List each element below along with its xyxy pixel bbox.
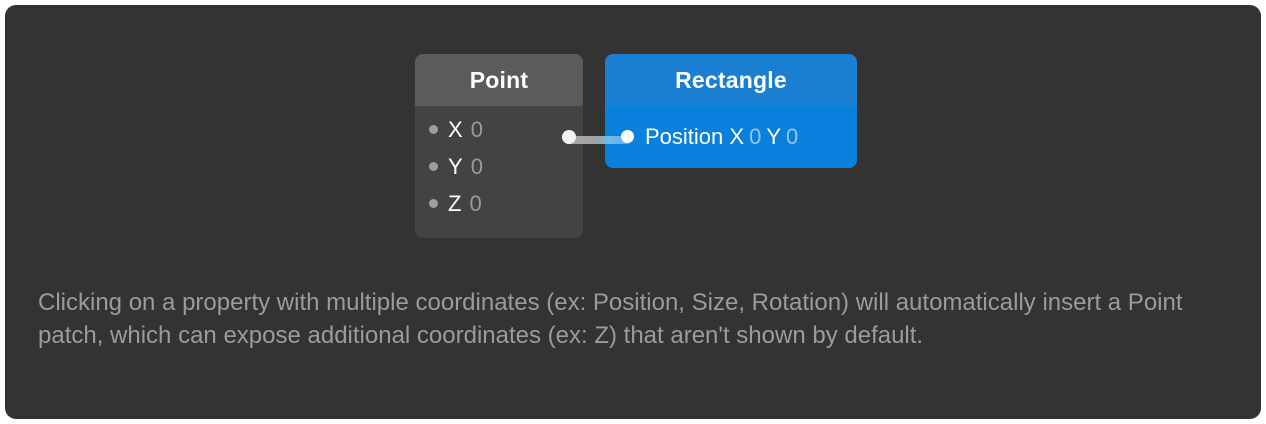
input-label-z: Z xyxy=(448,190,462,216)
caption-text: Clicking on a property with multiple coo… xyxy=(38,289,1183,349)
output-port-dot-icon[interactable] xyxy=(562,130,576,144)
input-value-x[interactable]: 0 xyxy=(470,116,483,142)
patch-graph[interactable]: Point X 0 Y 0 Z 0 xyxy=(5,5,1261,255)
node-point-input-row-y[interactable]: Y 0 xyxy=(415,148,583,185)
diagram-canvas: Point X 0 Y 0 Z 0 xyxy=(5,5,1261,419)
input-port-dot-icon[interactable] xyxy=(429,162,438,171)
input-port-dot-icon[interactable] xyxy=(621,130,634,143)
node-point[interactable]: Point X 0 Y 0 Z 0 xyxy=(415,54,583,238)
node-point-input-row-z[interactable]: Z 0 xyxy=(415,185,583,222)
input-label-x: X xyxy=(448,116,463,142)
position-value-x[interactable]: 0 xyxy=(749,124,762,149)
input-port-dot-icon[interactable] xyxy=(429,199,438,208)
node-rectangle-title: Rectangle xyxy=(605,54,857,106)
position-value-y[interactable]: 0 xyxy=(786,124,799,149)
node-point-input-row-x[interactable]: X 0 xyxy=(415,111,583,148)
input-label-y: Y xyxy=(448,153,463,179)
connection-wire[interactable] xyxy=(567,136,629,144)
position-label: Position X xyxy=(645,124,745,149)
input-port-dot-icon[interactable] xyxy=(429,125,438,134)
node-point-title: Point xyxy=(415,54,583,106)
position-label-y: Y xyxy=(766,124,781,149)
input-value-y[interactable]: 0 xyxy=(470,153,483,179)
input-value-z[interactable]: 0 xyxy=(469,190,482,216)
node-point-body: X 0 Y 0 Z 0 xyxy=(415,106,583,238)
